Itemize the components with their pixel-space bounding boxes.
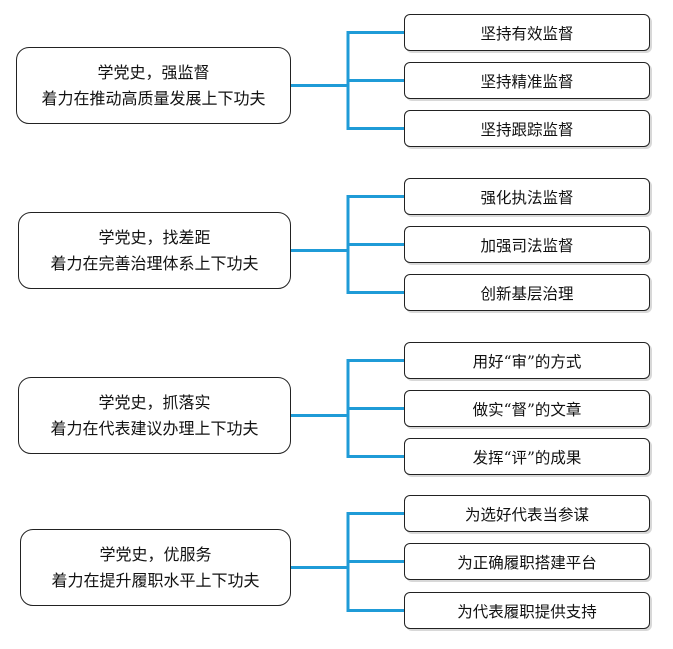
sub-box-2-2: 加强司法监督: [404, 226, 650, 263]
sub-box-3-3: 发挥“评”的成果: [404, 438, 650, 475]
sub-box-1-2: 坚持精准监督: [404, 62, 650, 99]
sub-box-label: 用好“审”的方式: [472, 352, 582, 371]
main-box-2: 学党史，找差距 着力在完善治理体系上下功夫: [18, 212, 291, 289]
main-box-4: 学党史，优服务 着力在提升履职水平上下功夫: [20, 529, 291, 606]
sub-box-1-1: 坚持有效监督: [404, 14, 650, 51]
main-box-1: 学党史，强监督 着力在推动高质量发展上下功夫: [16, 47, 291, 124]
sub-box-label: 坚持有效监督: [480, 24, 574, 43]
sub-box-4-3: 为代表履职提供支持: [404, 592, 650, 629]
sub-box-label: 加强司法监督: [480, 236, 574, 255]
main-box-1-line2: 着力在推动高质量发展上下功夫: [41, 88, 266, 108]
sub-box-label: 坚持精准监督: [480, 72, 574, 91]
sub-box-3-2: 做实“督”的文章: [404, 390, 650, 427]
sub-box-2-1: 强化执法监督: [404, 178, 650, 215]
sub-box-label: 做实“督”的文章: [472, 400, 582, 419]
sub-box-label: 创新基层治理: [480, 284, 574, 303]
main-box-3-line2: 着力在代表建议办理上下功夫: [50, 418, 259, 438]
main-box-2-line2: 着力在完善治理体系上下功夫: [50, 253, 259, 273]
main-box-1-line1: 学党史，强监督: [97, 62, 210, 82]
main-box-4-line1: 学党史，优服务: [99, 544, 212, 564]
sub-box-2-3: 创新基层治理: [404, 274, 650, 311]
sub-box-3-1: 用好“审”的方式: [404, 342, 650, 379]
main-box-4-line2: 着力在提升履职水平上下功夫: [51, 570, 260, 590]
sub-box-4-1: 为选好代表当参谋: [404, 495, 650, 532]
sub-box-label: 发挥“评”的成果: [472, 448, 582, 467]
main-box-3: 学党史，抓落实 着力在代表建议办理上下功夫: [18, 377, 291, 454]
main-box-3-line1: 学党史，抓落实: [98, 392, 211, 412]
sub-box-label: 坚持跟踪监督: [480, 120, 574, 139]
sub-box-label: 强化执法监督: [480, 188, 574, 207]
sub-box-label: 为代表履职提供支持: [457, 602, 597, 621]
sub-box-label: 为正确履职搭建平台: [457, 553, 597, 572]
sub-box-1-3: 坚持跟踪监督: [404, 110, 650, 147]
sub-box-label: 为选好代表当参谋: [464, 505, 589, 524]
sub-box-4-2: 为正确履职搭建平台: [404, 543, 650, 580]
main-box-2-line1: 学党史，找差距: [98, 227, 211, 247]
